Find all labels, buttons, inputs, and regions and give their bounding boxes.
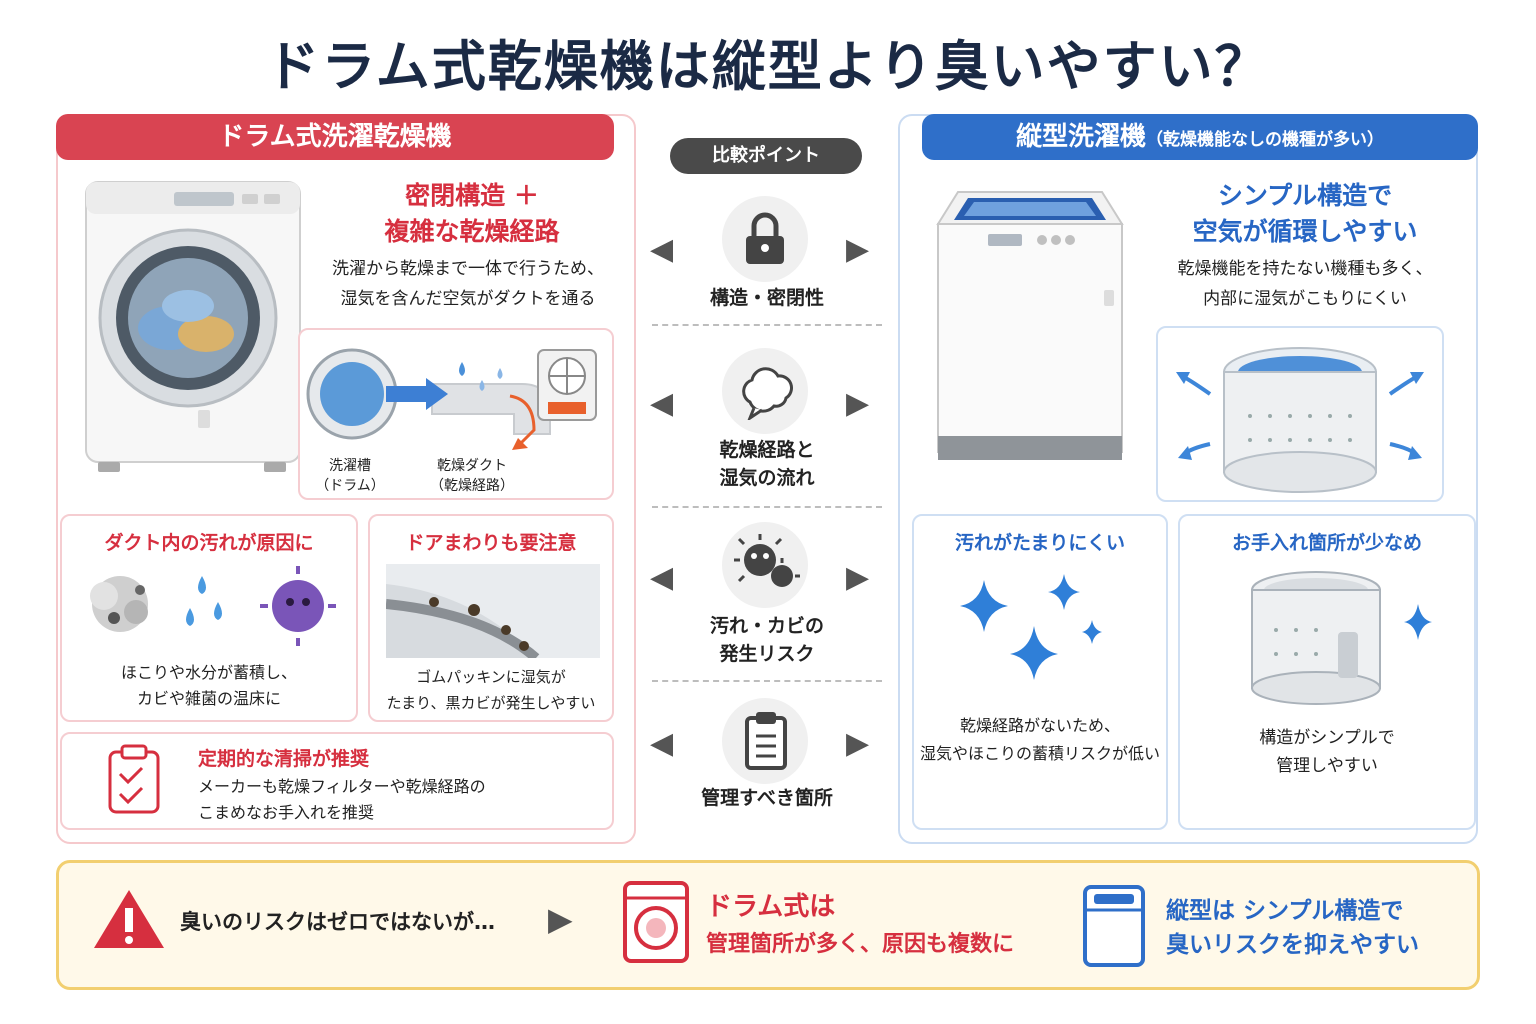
compare-mold-line1: 汚れ・カビの xyxy=(709,615,824,637)
moisture-cloud-icon xyxy=(742,367,793,420)
duct-label-line1: 乾燥ダクト xyxy=(437,458,507,474)
clipboard-check-icon xyxy=(108,744,160,814)
divider xyxy=(652,680,882,682)
arrow-left-icon: ◀ xyxy=(650,232,674,267)
warning-icon xyxy=(94,890,164,948)
compare-maintenance-label: 管理すべき箇所 xyxy=(647,784,887,812)
maintenance-card-title: お手入れ箇所が少なめ xyxy=(1231,532,1422,554)
arrow-left-icon: ◀ xyxy=(650,560,674,595)
tub-airflow-illustration xyxy=(1176,347,1424,493)
drum-label: 洗濯槽 （ドラム） xyxy=(302,456,398,496)
duct-dirt-line1: ほこりや水分が蓄積し、 xyxy=(120,663,297,682)
arrow-left-icon: ◀ xyxy=(650,386,674,421)
compare-structure-line1: 構造・密閉性 xyxy=(709,287,824,309)
tub-illustration xyxy=(1251,571,1432,705)
compare-maintenance-line1: 管理すべき箇所 xyxy=(701,787,833,809)
maintenance-card-line1: 構造がシンプルで xyxy=(1259,728,1395,748)
divider xyxy=(652,324,882,326)
drum-label-line1: 洗濯槽 xyxy=(329,458,371,474)
drum-desc-line2: 湿気を含んだ空気がダクトを通る xyxy=(340,289,596,309)
cleaning-card-line2: こまめなお手入れを推奨 xyxy=(198,803,375,822)
vertical-header-sub: （乾燥機能なしの機種が多い） xyxy=(1146,130,1384,150)
cleaning-card-line1: メーカーも乾燥フィルターや乾燥経路の xyxy=(198,777,486,796)
vertical-panel-header: 縦型洗濯機（乾燥機能なしの機種が多い） xyxy=(922,114,1478,160)
vertical-summary-line2: 臭いリスクを抑えやすい xyxy=(1166,932,1419,958)
vertical-washer-illustration xyxy=(936,191,1124,460)
door-card-title: ドアまわりも要注意 xyxy=(405,532,577,554)
door-gasket-illustration xyxy=(386,564,600,658)
duct-flow-diagram xyxy=(306,348,597,450)
mold-germ-icon xyxy=(734,534,800,587)
vertical-headline-line1: シンプル構造で xyxy=(1217,181,1393,210)
door-card-line2: たまり、黒カビが発生しやすい xyxy=(386,694,596,712)
drum-panel-header: ドラム式洗濯乾燥機 xyxy=(56,114,614,160)
vertical-summary-line1: 縦型は シンプル構造で xyxy=(1166,898,1404,924)
arrow-right-icon: ▶ xyxy=(846,386,870,421)
vertical-description: 乾燥機能を持たない機種も多く、 内部に湿気がこもりにくい xyxy=(1140,254,1470,314)
vertical-headline: シンプル構造で 空気が循環しやすい xyxy=(1150,178,1460,250)
summary-box xyxy=(56,860,1480,990)
divider xyxy=(652,506,882,508)
door-card-line1: ゴムパッキンに湿気が xyxy=(416,668,566,686)
duct-label-line2: （乾燥経路） xyxy=(430,478,514,494)
duct-dirt-line2: カビや雑菌の温床に xyxy=(136,689,281,708)
drum-headline-line1: 密閉構造 ＋ xyxy=(405,181,539,210)
drum-description: 洗濯から乾燥まで一体で行うため、 湿気を含んだ空気がダクトを通る xyxy=(308,254,628,314)
arrow-right-icon: ▶ xyxy=(846,726,870,761)
clean-card-title: 汚れがたまりにくい xyxy=(954,532,1126,554)
comparison-points-pill: 比較ポイント xyxy=(670,138,862,174)
drum-label-line2: （ドラム） xyxy=(315,478,385,494)
sparkle-icon xyxy=(960,574,1102,680)
drum-summary-text: 管理箇所が多く、原因も複数に xyxy=(706,932,1015,957)
vertical-headline-line2: 空気が循環しやすい xyxy=(1192,217,1418,246)
arrow-right-icon: ▶ xyxy=(846,560,870,595)
dust-mold-icons xyxy=(90,566,336,646)
vertical-desc-line1: 乾燥機能を持たない機種も多く、 xyxy=(1177,259,1433,279)
compare-mold-label: 汚れ・カビの 発生リスク xyxy=(647,612,887,668)
arrow-right-icon: ▶ xyxy=(846,232,870,267)
vertical-header-main: 縦型洗濯機 xyxy=(1015,122,1146,152)
door-card-text: ゴムパッキンに湿気が たまり、黒カビが発生しやすい xyxy=(368,664,614,716)
maintenance-card-line2: 管理しやすい xyxy=(1276,756,1378,776)
compare-airflow-line2: 湿気の流れ xyxy=(719,467,815,489)
compare-airflow-line1: 乾燥経路と xyxy=(719,439,815,461)
compare-mold-line2: 発生リスク xyxy=(719,643,815,665)
drum-washer-icon xyxy=(623,881,689,963)
drum-headline-line2: 複雑な乾燥経路 xyxy=(384,217,560,246)
duct-dirt-title: ダクト内の汚れが原因に xyxy=(104,532,314,554)
lock-icon xyxy=(746,212,784,264)
page-title: ドラム式乾燥機は縦型より臭いやすい？ xyxy=(265,35,1271,98)
clean-card xyxy=(912,514,1168,830)
drum-desc-line1: 洗濯から乾燥まで一体で行うため、 xyxy=(332,259,604,279)
cleaning-card-title: 定期的な清掃が推奨 xyxy=(198,748,370,770)
clean-card-line2: 湿気やほこりの蓄積リスクが低い xyxy=(919,744,1160,763)
risk-text: 臭いのリスクはゼロではないが… xyxy=(180,910,495,934)
compare-structure-label: 構造・密閉性 xyxy=(647,284,887,312)
maintenance-card-text: 構造がシンプルで 管理しやすい xyxy=(1178,724,1476,780)
duct-dirt-text: ほこりや水分が蓄積し、 カビや雑菌の温床に xyxy=(60,660,358,712)
vertical-washer-icon xyxy=(1083,885,1145,967)
compare-airflow-label: 乾燥経路と 湿気の流れ xyxy=(647,436,887,492)
clipboard-icon xyxy=(745,712,787,770)
vertical-summary: 縦型は シンプル構造で 臭いリスクを抑えやすい xyxy=(1166,894,1419,962)
drum-headline: 密閉構造 ＋ 複雑な乾燥経路 xyxy=(322,178,622,250)
drum-summary-title: ドラム式は xyxy=(706,892,836,922)
arrow-right-icon: ▶ xyxy=(548,900,573,938)
drum-washer-illustration xyxy=(85,181,301,472)
clean-card-text: 乾燥経路がないため、 湿気やほこりの蓄積リスクが低い xyxy=(912,712,1168,768)
arrow-left-icon: ◀ xyxy=(650,726,674,761)
clean-card-line1: 乾燥経路がないため、 xyxy=(959,716,1120,735)
cleaning-card-text: メーカーも乾燥フィルターや乾燥経路の こまめなお手入れを推奨 xyxy=(198,774,486,826)
duct-label: 乾燥ダクト （乾燥経路） xyxy=(412,456,532,496)
vertical-desc-line2: 内部に湿気がこもりにくい xyxy=(1203,289,1407,309)
